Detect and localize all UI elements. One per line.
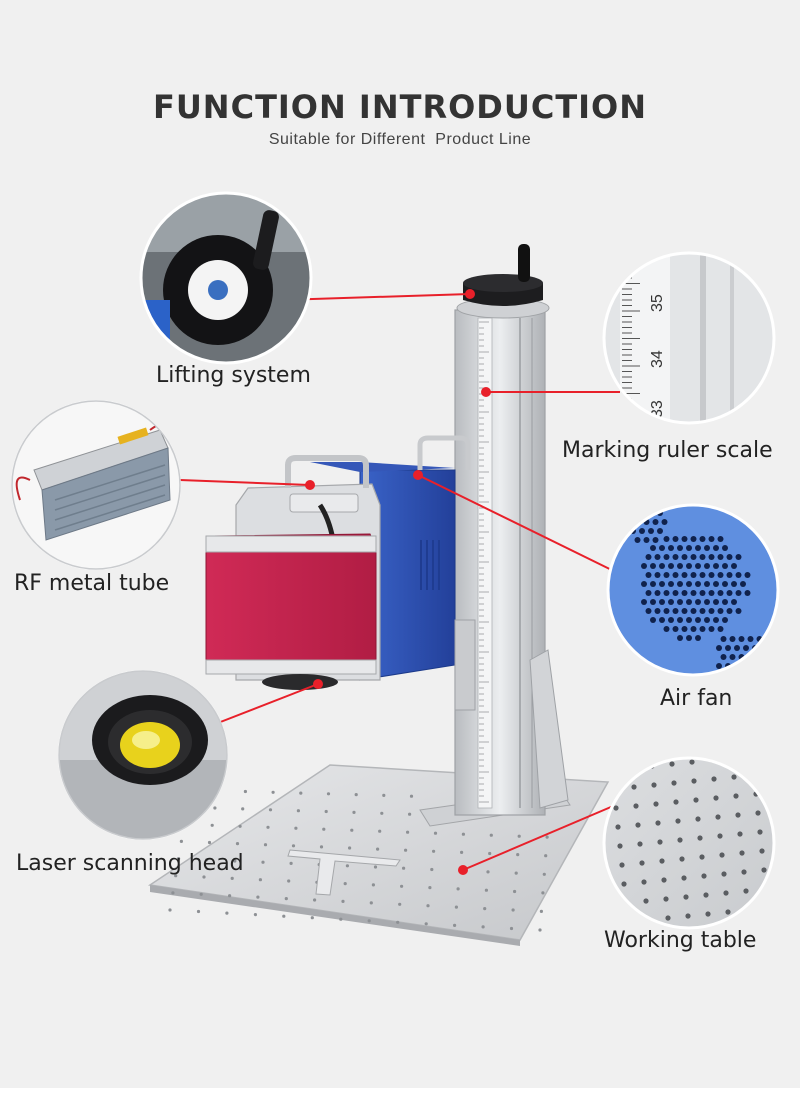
- working-table-icon: [602, 756, 776, 930]
- pointer-rf-tube: [179, 479, 311, 486]
- feature-label-marking-ruler-scale: Marking ruler scale: [562, 438, 773, 463]
- table-edge: [150, 885, 520, 946]
- feature-label-working-table: Working table: [604, 928, 757, 953]
- feature-label-laser-scanning-head: Laser scanning head: [16, 851, 244, 876]
- pointer-air-fan: [417, 474, 629, 579]
- lifting-handle: [518, 244, 530, 282]
- head-cover-top: [205, 535, 377, 553]
- page-title: FUNCTION INTRODUCTION: [152, 88, 648, 126]
- t-guide: [287, 849, 401, 896]
- top-handle: [285, 455, 369, 488]
- feature-label-lifting-system: Lifting system: [156, 363, 311, 388]
- scanning-lens-icon: [58, 670, 228, 840]
- scanning-lens: [262, 674, 338, 690]
- ruler-mark: 35: [649, 294, 666, 312]
- ruler-mark: 34: [649, 350, 666, 368]
- pointer-lines: [179, 289, 633, 875]
- page-subtitle: Suitable for Different Product Line: [268, 131, 532, 148]
- ruler-scale-icon: 35 34 33: [602, 251, 776, 425]
- pointer-lifting-system: [281, 293, 471, 301]
- machine: [147, 244, 610, 946]
- bottom-divider: [0, 1088, 800, 1095]
- ruler-ticks: [479, 321, 489, 803]
- housing-handle: [417, 435, 471, 470]
- column: [454, 309, 546, 816]
- lifting-knob-icon: [139, 191, 313, 365]
- pointer-working-table: [462, 797, 633, 871]
- feature-label-rf-metal-tube: RF metal tube: [14, 571, 170, 596]
- pointer-scanning-head: [204, 683, 319, 729]
- rf-tube-icon: [11, 400, 181, 570]
- table-holes: [168, 788, 549, 932]
- scanning-head-cover: [205, 533, 377, 673]
- ruler-strip: [477, 317, 493, 809]
- air-fan-icon: [606, 503, 780, 677]
- feature-label-air-fan: Air fan: [660, 686, 733, 711]
- column-bracket: [529, 649, 569, 809]
